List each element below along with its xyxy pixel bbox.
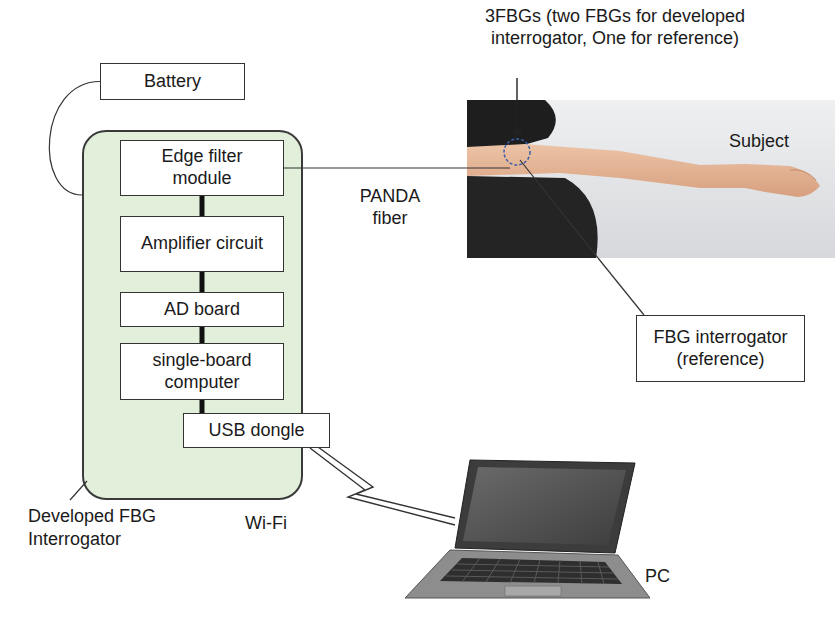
fiber-line — [598, 258, 644, 315]
box-text: AD board — [164, 299, 240, 321]
reference-box: FBG interrogator (reference) — [636, 315, 805, 382]
box-text: Amplifier circuit — [141, 233, 263, 255]
box-text: FBG interrogator (reference) — [645, 327, 796, 370]
pc-node: PC — [455, 460, 645, 600]
box-text: Battery — [144, 71, 201, 93]
fbg-pointer-arrow — [511, 78, 523, 138]
annotation-label: PANDA fiber — [350, 186, 430, 229]
pc-label: PC — [645, 565, 670, 588]
module-box: Edge filter module — [120, 140, 284, 196]
module-box: AD board — [120, 292, 284, 327]
interrogator-housing: Developed FBG InterrogatorEdge filter mo… — [82, 130, 303, 500]
fiber-line — [310, 447, 455, 525]
box-text: Edge filter module — [134, 146, 270, 189]
bus-connector — [200, 196, 205, 216]
subject-photo — [467, 100, 835, 258]
annotation-label: Wi-Fi — [236, 513, 296, 535]
annotation-label: 3FBGs (two FBGs for developed interrogat… — [440, 6, 790, 49]
module-box: Amplifier circuit — [120, 216, 284, 272]
module-box: USB dongle — [183, 413, 330, 448]
module-box: single-board computer — [120, 343, 284, 400]
leader-line — [70, 481, 87, 500]
battery-box: Battery — [100, 63, 245, 100]
fiber-line — [284, 167, 467, 168]
laptop-illustration — [405, 460, 650, 598]
bus-connector — [200, 272, 205, 292]
subject-photo-node: Subject — [467, 100, 835, 258]
box-text: single-board computer — [134, 350, 270, 393]
housing-label: Developed FBG Interrogator — [28, 505, 188, 550]
bus-connector — [200, 327, 205, 343]
box-text: USB dongle — [208, 420, 304, 442]
bus-connector — [200, 400, 205, 413]
photo-caption: Subject — [729, 130, 789, 153]
